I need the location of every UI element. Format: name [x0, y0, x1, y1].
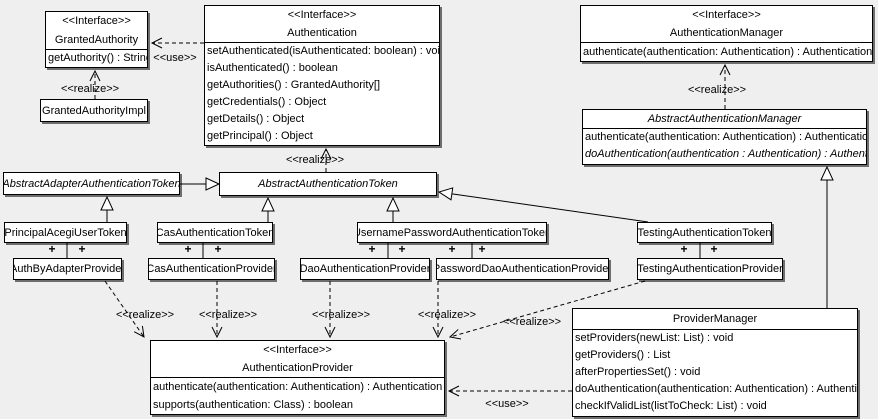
class-name: ProviderManager: [672, 313, 758, 325]
generalization-testing-token: [439, 192, 649, 223]
class-name: AuthenticationProvider: [242, 362, 353, 374]
realize-label: <<realize>>: [502, 316, 562, 328]
class-stereotype: <<Interface>>: [263, 344, 332, 356]
realize-label: <<realize>>: [417, 309, 477, 321]
association-plus-label: +: [368, 242, 376, 256]
class-name: AuthenticationManager: [669, 27, 784, 39]
class-authentication-provider[interactable]: <<Interface>> AuthenticationProvider aut…: [150, 340, 445, 415]
class-abstract-authentication-manager[interactable]: AbstractAuthenticationManager authentica…: [582, 109, 867, 165]
class-abstract-adapter-authentication-token[interactable]: AbstractAdapterAuthenticationToken: [3, 172, 180, 195]
class-name: AbstractAuthenticationToken: [258, 178, 398, 190]
class-granted-authority[interactable]: <<Interface>> GrantedAuthority getAuthor…: [45, 11, 148, 68]
class-authentication[interactable]: <<Interface>> Authentication setAuthenti…: [204, 5, 440, 146]
class-method: afterPropertiesSet() : void: [575, 366, 701, 378]
class-name: PasswordDaoAuthenticationProvider: [436, 263, 609, 275]
class-method: doAuthentication(authentication : Authen…: [585, 148, 867, 160]
class-cas-authentication-token[interactable]: CasAuthenticationToken: [157, 222, 273, 243]
class-name: TestingAuthenticationProvider: [637, 263, 783, 275]
realize-label: <<realize>>: [285, 154, 345, 166]
class-method: doAuthentication(authentication: Authent…: [575, 383, 858, 395]
association-plus-label: +: [398, 242, 406, 256]
class-username-password-authentication-token[interactable]: UsernamePasswordAuthenticationToken: [357, 222, 547, 243]
class-stereotype: <<Interface>>: [692, 9, 761, 21]
class-dao-authentication-provider[interactable]: DaoAuthenticationProvider: [300, 258, 430, 280]
class-name: UsernamePasswordAuthenticationToken: [357, 226, 547, 239]
class-name: PrincipalAcegiUserToken: [4, 226, 127, 239]
class-testing-authentication-provider[interactable]: TestingAuthenticationProvider: [637, 258, 783, 280]
class-principal-acegi-user-token[interactable]: PrincipalAcegiUserToken: [4, 222, 127, 243]
class-method: getAuthorities() : GrantedAuthority[]: [207, 79, 381, 91]
class-method: getAuthority() : String: [48, 52, 148, 64]
class-method: getProviders() : List: [575, 349, 671, 361]
class-method: getCredentials() : Object: [207, 96, 327, 108]
class-stereotype: <<Interface>>: [287, 9, 357, 21]
class-name: AbstractAuthenticationManager: [647, 113, 802, 125]
class-granted-authority-impl[interactable]: GrantedAuthorityImpl: [40, 99, 148, 122]
association-plus-label: +: [478, 242, 486, 256]
class-name: DaoAuthenticationProvider: [300, 263, 430, 275]
use-label: <<use>>: [153, 52, 197, 64]
class-authentication-manager[interactable]: <<Interface>> AuthenticationManager auth…: [580, 5, 873, 62]
class-method: authenticate(authentication: Authenticat…: [583, 46, 873, 58]
class-abstract-authentication-token[interactable]: AbstractAuthenticationToken: [219, 172, 437, 196]
class-stereotype: <<Interface>>: [62, 15, 131, 27]
class-method: authenticate(authentication: Authenticat…: [153, 381, 443, 393]
class-cas-authentication-provider[interactable]: CasAuthenticationProvider: [148, 258, 275, 280]
class-method: setAuthenticated(isAuthenticated: boolea…: [207, 45, 440, 57]
class-method: isAuthenticated() : boolean: [207, 62, 338, 74]
class-auth-by-adapter-provider[interactable]: AuthByAdapterProvider: [13, 258, 122, 280]
use-label: <<use>>: [485, 398, 529, 410]
association-plus-label: +: [710, 242, 718, 256]
realize-label: <<realize>>: [60, 83, 120, 95]
class-password-dao-authentication-provider[interactable]: PasswordDaoAuthenticationProvider: [436, 258, 609, 280]
class-name: GrantedAuthority: [54, 34, 139, 46]
class-method: setProviders(newList: List) : void: [575, 332, 734, 344]
realize-label: <<realize>>: [198, 309, 258, 321]
association-plus-label: +: [184, 242, 192, 256]
class-method: getDetails() : Object: [207, 113, 305, 125]
class-method: authenticate(authentication: Authenticat…: [585, 131, 867, 143]
association-plus-label: +: [680, 242, 688, 256]
class-name: AuthByAdapterProvider: [13, 263, 122, 275]
association-edges: [66, 243, 701, 258]
class-method: supports(authentication: Class) : boolea…: [153, 399, 353, 411]
class-method: getPrincipal() : Object: [207, 130, 313, 142]
class-name: CasAuthenticationToken: [157, 226, 273, 239]
association-plus-label: +: [78, 242, 86, 256]
class-name: GrantedAuthorityImpl: [42, 104, 146, 117]
association-plus-label: +: [48, 242, 56, 256]
association-plus-label: +: [448, 242, 456, 256]
realize-label: <<realize>>: [311, 309, 371, 321]
class-name: AbstractAdapterAuthenticationToken: [3, 177, 180, 190]
class-testing-authentication-token[interactable]: TestingAuthenticationToken: [637, 222, 772, 243]
class-provider-manager[interactable]: ProviderManager setProviders(newList: Li…: [572, 308, 858, 417]
association-plus-label: +: [214, 242, 222, 256]
class-name: Authentication: [287, 27, 357, 39]
class-name: CasAuthenticationProvider: [148, 263, 275, 275]
class-name: TestingAuthenticationToken: [637, 226, 772, 239]
realize-label: <<realize>>: [687, 84, 747, 96]
realize-label: <<realize>>: [115, 309, 175, 321]
class-method: checkIfValidList(listToCheck: List) : vo…: [575, 400, 767, 412]
